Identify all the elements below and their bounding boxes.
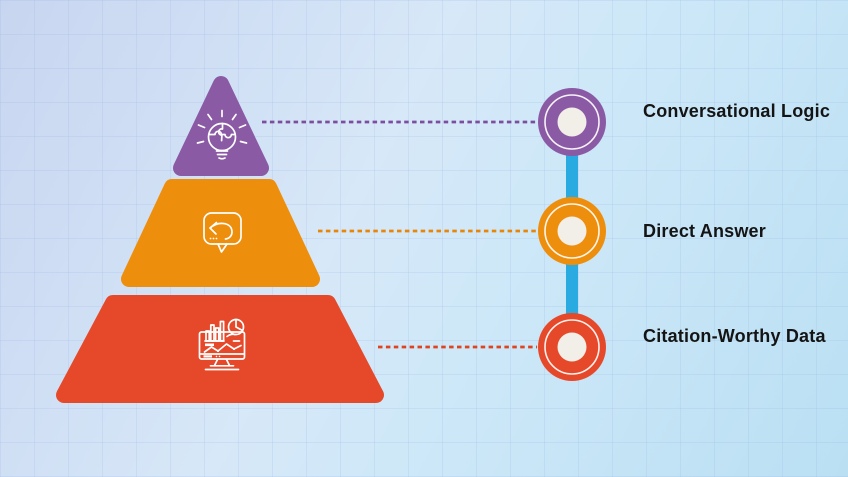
marker-citation-worthy-data bbox=[538, 313, 606, 381]
marker-direct-answer bbox=[538, 197, 606, 265]
lightbulb-puzzle-icon bbox=[196, 109, 248, 160]
speech-reply-icon bbox=[203, 212, 242, 253]
marker-conversational-logic bbox=[538, 88, 606, 156]
pyramid-tier-top bbox=[173, 76, 269, 176]
tier-label-citation-worthy-data: Citation-Worthy Data bbox=[643, 326, 826, 346]
tier-label-conversational-logic: Conversational Logic bbox=[643, 101, 831, 121]
tier-label-direct-answer: Direct Answer bbox=[643, 221, 766, 241]
monitor-analytics-icon bbox=[198, 318, 246, 371]
pyramid-tier-middle bbox=[121, 179, 320, 287]
